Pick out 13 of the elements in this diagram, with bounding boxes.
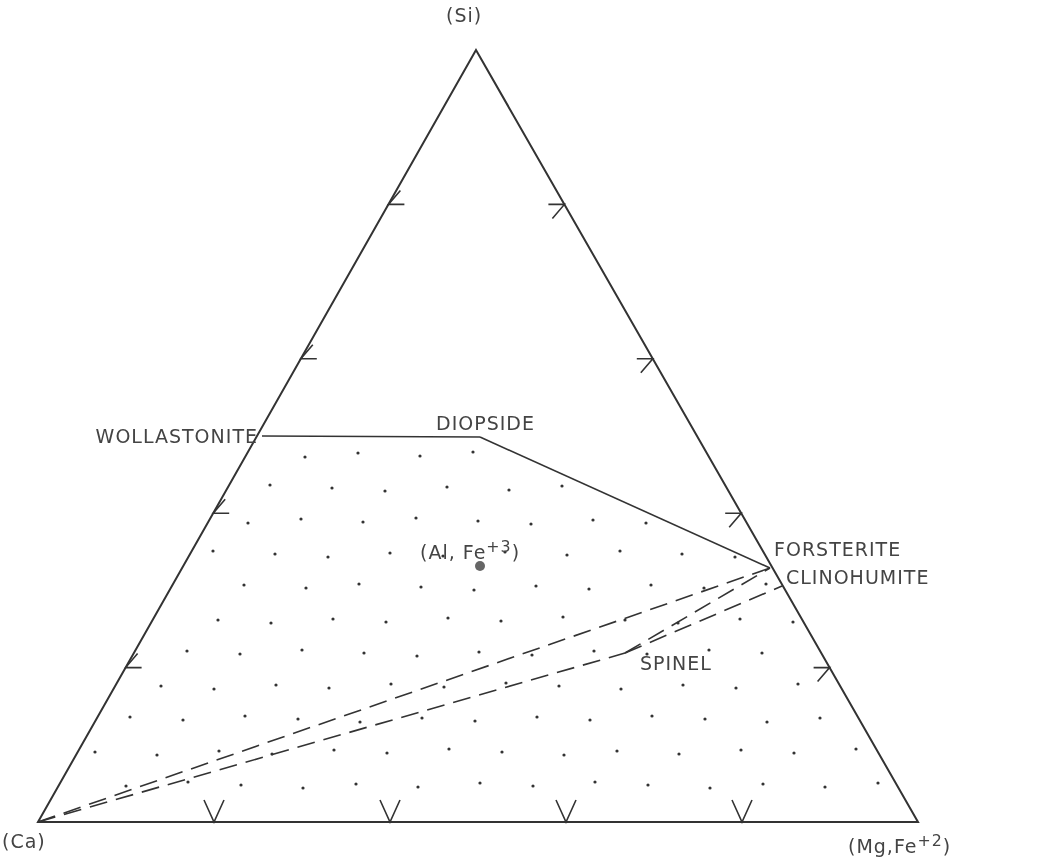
component-label: (Si) [446,4,483,26]
tie-line [479,436,771,569]
point-label: CLINOHUMITE [786,566,930,588]
point-label: WOLLASTONITE [95,425,258,447]
dashed-tie-line [624,585,783,654]
point-label: (Ca) [2,830,46,852]
component-label: (Mg,Fe$^{+2}$) [848,830,952,858]
dashed-tie-line [37,652,626,823]
point-label: SPINEL [640,652,712,674]
point-label: FORSTERITE [774,538,902,560]
tie-line [261,435,481,438]
component-label: (Al, Fe$^{+3}$) [420,536,521,564]
point-label: DIOPSIDE [436,412,535,434]
